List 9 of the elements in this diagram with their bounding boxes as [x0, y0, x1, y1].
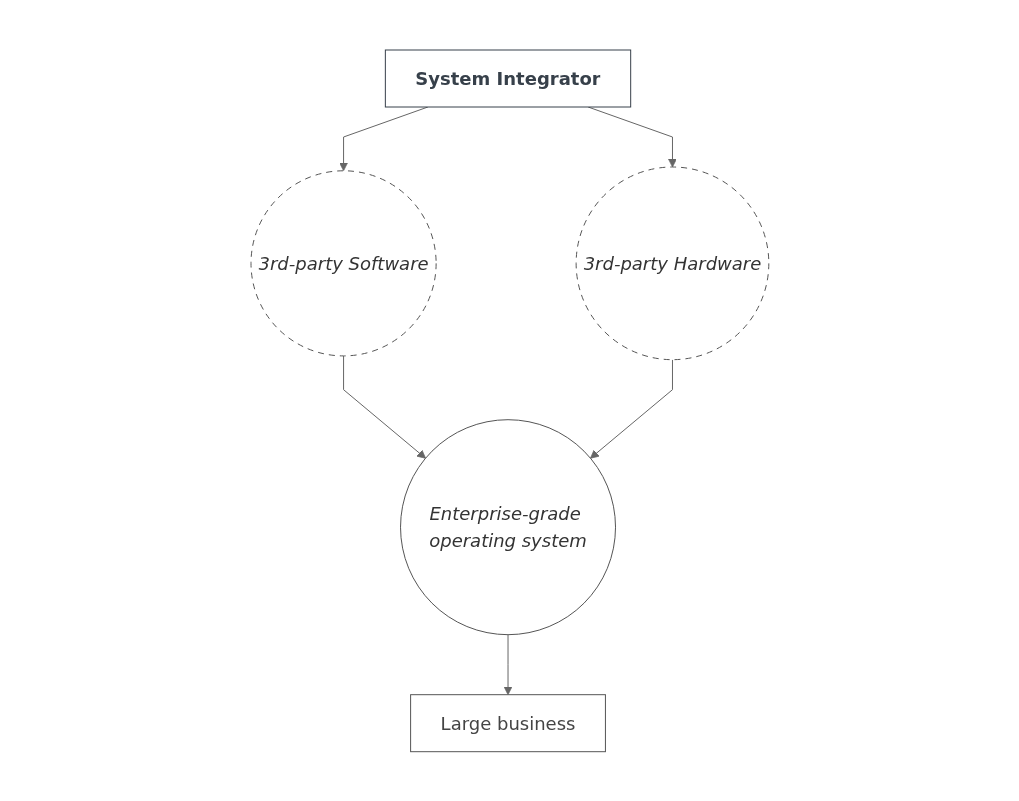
node-circle: 3rd-party Software: [250, 169, 437, 357]
arrow: [503, 633, 512, 695]
node-box: Large business: [409, 693, 606, 752]
node-circle: Enterprise-grade operating system: [399, 418, 616, 635]
arrow: [338, 106, 428, 171]
arrow: [342, 355, 426, 459]
node-box: System Integrator: [384, 49, 631, 108]
arrow: [589, 358, 673, 459]
node-circle: 3rd-party Hardware: [575, 166, 769, 360]
